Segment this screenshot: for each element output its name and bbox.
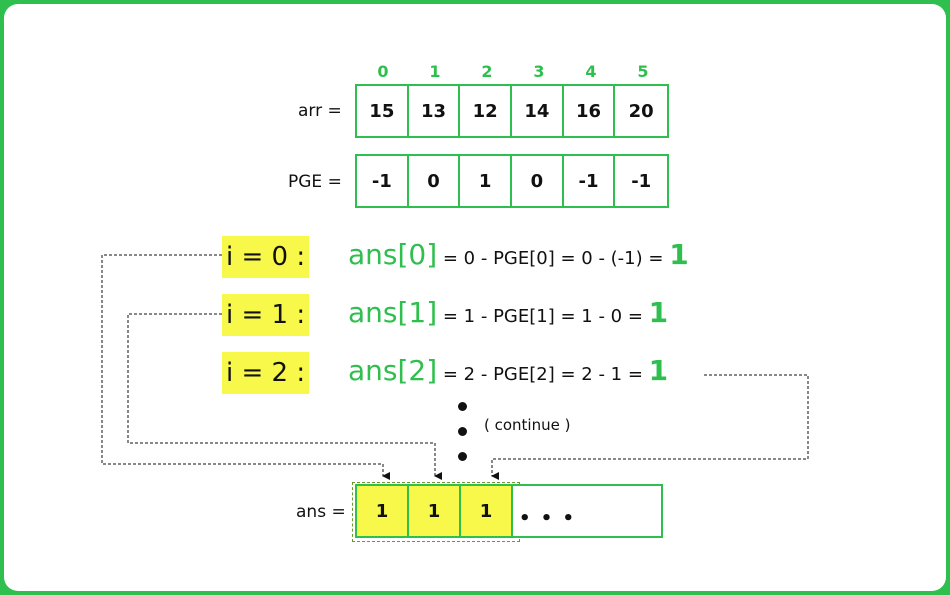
ans-cell: 1	[461, 486, 513, 536]
ans-cell: 1	[357, 486, 409, 536]
ans-array: 1 1 1	[355, 484, 663, 538]
ans-term: ans[1]	[348, 296, 438, 329]
pge-cell: -1	[564, 156, 616, 206]
equation-text: = 0 - PGE[0] = 0 - (-1) =	[437, 248, 670, 269]
pge-cell: 1	[460, 156, 513, 206]
arr-cell: 14	[512, 86, 564, 136]
step-i-label: i = 1 :	[222, 294, 310, 336]
ans-term: ans[2]	[348, 354, 438, 387]
arr-cell: 15	[357, 86, 409, 136]
continuation-dot	[458, 427, 467, 436]
continuation-dot	[458, 402, 467, 411]
arr-label: arr =	[298, 101, 342, 121]
step-i-label: i = 0 :	[222, 236, 310, 278]
step-equation: ans[1] = 1 - PGE[1] = 1 - 0 = 1	[348, 296, 668, 329]
ans-ellipsis: • • •	[519, 508, 577, 529]
ans-cell: 1	[409, 486, 461, 536]
arrow-i1	[127, 313, 442, 480]
index-label: 2	[481, 62, 493, 81]
arr-cell: 12	[460, 86, 513, 136]
index-label: 3	[533, 62, 545, 81]
pge-cell: 0	[409, 156, 461, 206]
index-label: 4	[585, 62, 597, 81]
pge-cell: 0	[512, 156, 564, 206]
index-label: 0	[377, 62, 389, 81]
pge-cell: -1	[631, 170, 652, 192]
arr-cell: 16	[564, 86, 616, 136]
continue-label: ( continue )	[484, 416, 571, 434]
index-label: 5	[637, 62, 649, 81]
ans-term: ans[0]	[348, 238, 438, 271]
ans-empty-cell	[513, 486, 661, 536]
pge-cell: -1	[357, 156, 409, 206]
arrow-i0	[101, 254, 390, 480]
arr-array: 15 13 12 14 16 20	[355, 84, 669, 138]
arr-cell: 20	[628, 100, 654, 122]
equation-result: 1	[648, 296, 669, 329]
equation-result: 1	[648, 354, 669, 387]
ans-label: ans =	[296, 502, 346, 522]
arrow-i2	[491, 374, 809, 480]
step-equation: ans[0] = 0 - PGE[0] = 0 - (-1) = 1	[348, 238, 689, 271]
step-equation: ans[2] = 2 - PGE[2] = 2 - 1 = 1	[348, 354, 668, 387]
equation-result: 1	[669, 238, 689, 271]
pge-label: PGE =	[288, 172, 342, 192]
step-i-label: i = 2 :	[222, 352, 310, 394]
equation-text: = 1 - PGE[1] = 1 - 0 =	[437, 306, 649, 327]
continuation-dot	[458, 452, 467, 461]
arr-cell: 13	[409, 86, 461, 136]
pge-array: -1 0 1 0 -1 -1	[355, 154, 669, 208]
equation-text: = 2 - PGE[2] = 2 - 1 =	[437, 364, 649, 385]
index-label: 1	[429, 62, 441, 81]
